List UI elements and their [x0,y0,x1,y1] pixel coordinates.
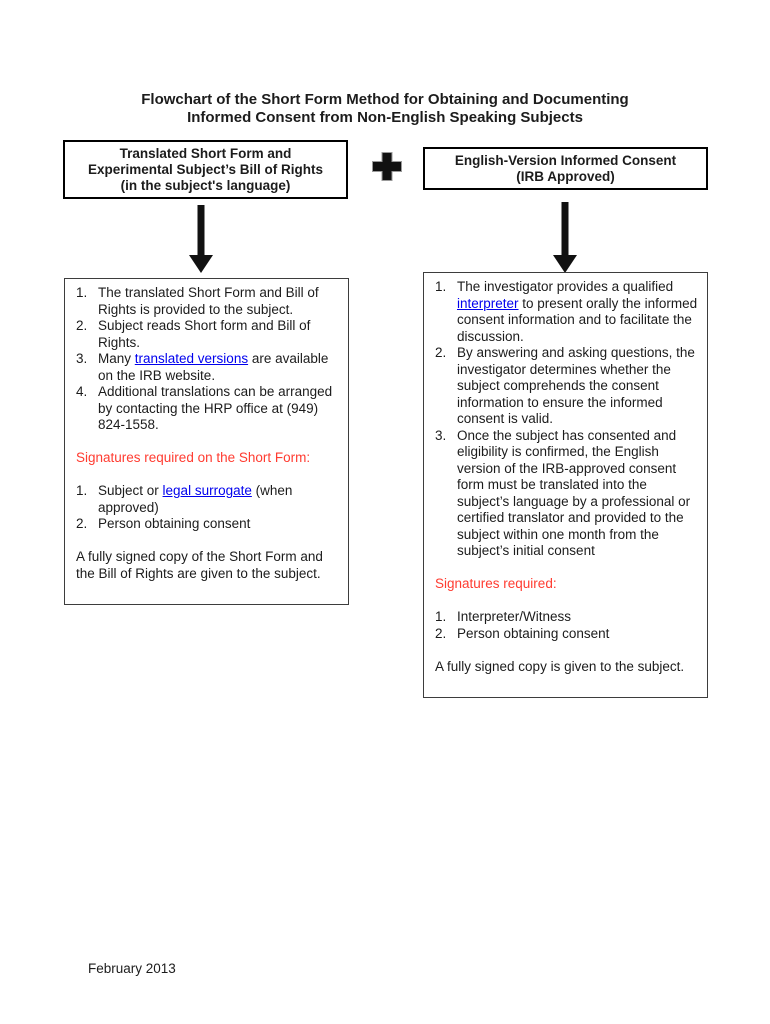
list-item: Additional translations can be arranged … [76,384,340,434]
list-item: The translated Short Form and Bill of Ri… [76,285,340,318]
short-form-signatures-list: Subject or legal surrogate (when approve… [76,483,340,533]
list-item: Person obtaining consent [76,516,340,533]
text-run: (when approved) [98,483,293,515]
box-english-version-consent: English-Version Informed Consent (IRB Ap… [423,147,708,190]
english-version-closing-note: A fully signed copy is given to the subj… [435,658,685,674]
box-translated-short-form-line3: (in the subject's language) [120,177,291,193]
list-item: Person obtaining consent [435,626,698,643]
page-title-line2: Informed Consent from Non-English Speaki… [187,109,583,126]
footer-date: February 2013 [88,961,176,976]
short-form-closing-note: A fully signed copy of the Short Form an… [76,549,323,581]
list-item: Subject reads Short form and Bill of Rig… [76,318,340,351]
list-item: Many translated versions are available o… [76,351,340,384]
text-run: Many [98,351,135,366]
inline-link[interactable]: interpreter [457,295,519,311]
text-run: Additional translations can be arranged … [98,384,333,432]
list-item: The investigator provides a qualified in… [435,279,698,345]
inline-link[interactable]: legal surrogate [162,483,252,498]
list-item: Once the subject has consented and eligi… [435,428,698,560]
signatures-heading: Signatures required: [435,576,557,591]
plus-icon [372,152,402,181]
page-title: Flowchart of the Short Form Method for O… [0,91,770,127]
list-item: Interpreter/Witness [435,609,698,626]
text-run: By answering and asking questions, the i… [457,345,695,426]
signatures-heading: Signatures required on the Short Form: [76,450,311,465]
text-run: Interpreter/Witness [457,609,572,624]
page-title-line1: Flowchart of the Short Form Method for O… [141,91,629,108]
text-run: are available on the IRB website. [98,351,329,383]
box-english-version-consent-line2: (IRB Approved) [516,168,615,184]
text-run: Subject or [98,483,163,498]
text-run: Subject reads Short form and Bill of Rig… [98,318,311,350]
box-translated-short-form-line1: Translated Short Form and [119,145,292,161]
list-item: Subject or legal surrogate (when approve… [76,483,340,516]
english-version-steps-list: The investigator provides a qualified in… [435,279,698,560]
short-form-steps-panel: The translated Short Form and Bill of Ri… [64,278,349,605]
down-arrow-icon [552,202,578,273]
text-run: The investigator provides a qualified [457,279,674,294]
box-english-version-consent-line1: English-Version Informed Consent [454,152,677,168]
down-arrow-icon [188,205,214,273]
english-version-steps-panel: The investigator provides a qualified in… [423,272,708,698]
box-translated-short-form-line2: Experimental Subject’s Bill of Rights [87,161,324,177]
list-item: By answering and asking questions, the i… [435,345,698,428]
short-form-steps-list: The translated Short Form and Bill of Ri… [76,285,340,434]
text-run: Person obtaining consent [98,516,251,531]
inline-link[interactable]: translated versions [134,351,249,366]
text-run: Once the subject has consented and eligi… [457,427,691,559]
text-run: to present orally the informed consent i… [457,295,698,344]
text-run: The translated Short Form and Bill of Ri… [98,285,319,317]
box-translated-short-form: Translated Short Form and Experimental S… [63,140,348,199]
text-run: Person obtaining consent [457,625,610,641]
